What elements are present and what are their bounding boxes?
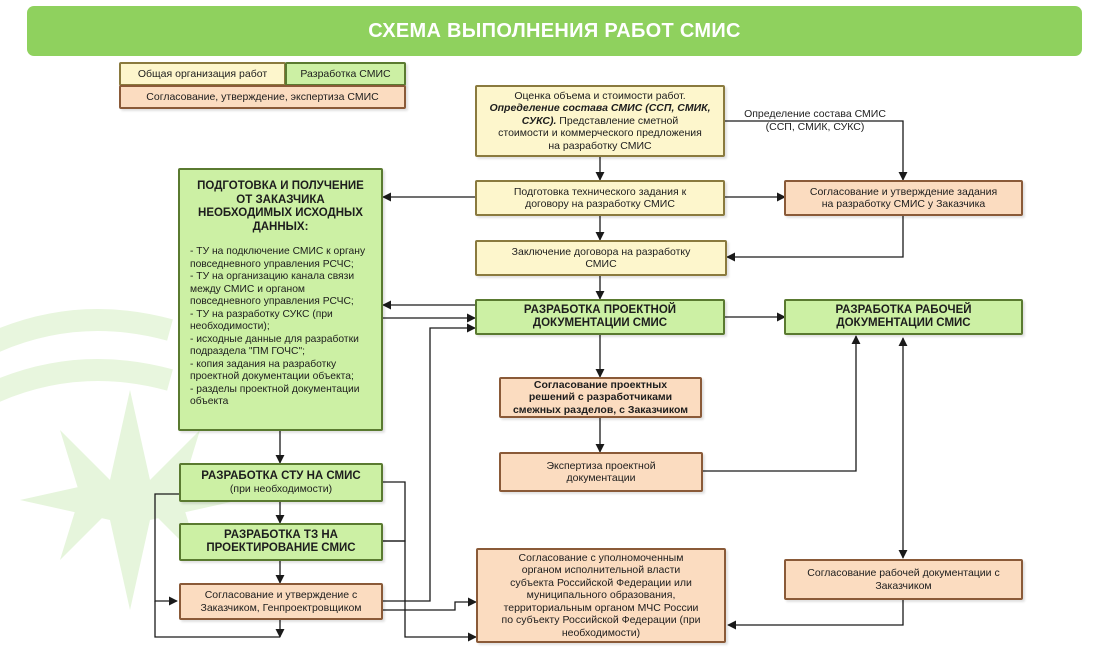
node-tech-task-line2: договору на разработку СМИС xyxy=(525,198,675,210)
legend-general: Общая организация работ xyxy=(119,62,286,86)
composition-note-line1: Определение состава СМИС xyxy=(744,108,886,120)
node-estimate-line4: стоимости и коммерческого предложения xyxy=(498,127,702,140)
node-project-documentation: РАЗРАБОТКА ПРОЕКТНОЙ ДОКУМЕНТАЦИИ СМИС xyxy=(475,299,725,335)
node-approve-work-line1: Согласование рабочей документации с xyxy=(807,567,1000,579)
arrow-approvetask-to-contract xyxy=(726,216,904,262)
arrow-left-loop-stu xyxy=(154,493,179,606)
node-adjacent-line3: смежных разделов, с Заказчиком xyxy=(512,403,689,416)
node-tech-task: Подготовка технического задания к догово… xyxy=(475,180,725,216)
node-prep-item: - копия задания на разработку проектной … xyxy=(190,358,354,383)
node-approve-working-docs: Согласование рабочей документации с Зака… xyxy=(784,559,1023,600)
node-estimate-line2: Определение состава СМИС (ССП, СМИК, xyxy=(489,102,711,115)
node-authority-line7: необходимости) xyxy=(561,626,641,639)
arrow-feedback-to-projectdoc xyxy=(383,323,476,602)
node-authority-line6: по субъекту Российской Федерации (при xyxy=(501,614,701,627)
arrow-left-loop-bottom xyxy=(154,601,280,638)
node-approve-task: Согласование и утверждение задания на ра… xyxy=(784,180,1023,216)
node-stu: РАЗРАБОТКА СТУ НА СМИС (при необходимост… xyxy=(179,463,383,502)
node-authority-line1: Согласование с уполномоченным xyxy=(518,551,684,564)
node-authority-line4: муниципального образования, xyxy=(526,589,676,602)
node-prep-item: - исходные данные для разработки подразд… xyxy=(190,333,359,358)
node-adjacent-line1: Согласование проектных xyxy=(533,378,668,391)
composition-note: Определение состава СМИС (ССП, СМИК, СУК… xyxy=(735,108,895,133)
node-prep-input-data: ПОДГОТОВКА И ПОЛУЧЕНИЕ ОТ ЗАКАЗЧИКА НЕОБ… xyxy=(178,168,383,431)
legend-general-label: Общая организация работ xyxy=(137,67,268,80)
node-expertise-line2: документации xyxy=(566,472,636,484)
arrow-tz-to-authority xyxy=(383,540,477,642)
node-prep-item: - ТУ на разработку СУКС (при необходимос… xyxy=(190,308,333,333)
node-prep-item: - разделы проектной документации объекта xyxy=(190,383,360,408)
node-project-documentation-line2: ДОКУМЕНТАЦИИ СМИС xyxy=(532,317,668,329)
legend-development-label: Разработка СМИС xyxy=(300,67,391,80)
node-working-documentation-line2: ДОКУМЕНТАЦИИ СМИС xyxy=(836,317,971,329)
node-working-documentation-line1: РАЗРАБОТКА РАБОЧЕЙ xyxy=(835,303,972,316)
node-stu-line2: (при необходимости) xyxy=(229,483,333,495)
node-estimate-line3: СУКС). xyxy=(521,114,557,127)
node-adjacent-approval: Согласование проектных решений с разрабо… xyxy=(499,377,702,418)
arrow-estimate-to-approvetask xyxy=(725,120,908,181)
node-authority-line5: территориальным органом МЧС России xyxy=(503,601,699,614)
page-title: СХЕМА ВЫПОЛНЕНИЯ РАБОТ СМИС xyxy=(27,6,1082,56)
legend-development: Разработка СМИС xyxy=(285,62,406,86)
arrow-approvework-to-authority xyxy=(727,600,904,630)
node-tz-line2: ПРОЕКТИРОВАНИЕ СМИС xyxy=(206,542,356,554)
node-tech-task-line1: Подготовка технического задания к xyxy=(513,185,687,198)
legend-approval-label: Согласование, утверждение, экспертиза СМ… xyxy=(146,90,379,103)
legend-approval: Согласование, утверждение, экспертиза СМ… xyxy=(119,85,406,109)
node-approve-gen-line2: Заказчиком, Генпроектровщиком xyxy=(200,601,362,614)
node-approve-general-designer: Согласование и утверждение с Заказчиком,… xyxy=(179,583,383,620)
node-expertise: Экспертиза проектной документации xyxy=(499,452,703,492)
node-estimate: Оценка объема и стоимости работ. Определ… xyxy=(475,85,725,157)
node-adjacent-line2: решений с разработчиками xyxy=(528,391,673,404)
arrow-stu-to-authority xyxy=(383,481,406,542)
node-contract: Заключение договора на разработку СМИС xyxy=(475,240,727,276)
node-tz-line1: РАЗРАБОТКА ТЗ НА xyxy=(224,528,338,541)
node-tz: РАЗРАБОТКА ТЗ НА ПРОЕКТИРОВАНИЕ СМИС xyxy=(179,523,383,561)
node-estimate-line3b: Представление сметной xyxy=(556,114,679,127)
node-authority-line3: субъекта Российской Федерации или xyxy=(510,576,692,589)
node-prep-item: - ТУ на организацию канала связи между С… xyxy=(190,271,355,307)
arrow-expertise-to-workdoc xyxy=(703,335,861,472)
node-approve-task-line2: на разработку СМИС у Заказчика xyxy=(821,198,986,210)
arrow-approvegen-to-authority xyxy=(383,597,477,611)
node-estimate-line5: на разработку СМИС xyxy=(548,139,652,152)
node-approve-work-line2: Заказчиком xyxy=(875,579,932,592)
node-contract-line2: СМИС xyxy=(585,258,617,270)
node-authority-line2: органом исполнительной власти xyxy=(521,564,681,577)
node-prep-item: - ТУ на подключение СМИС к органу повсед… xyxy=(190,246,366,270)
node-prep-title: ПОДГОТОВКА И ПОЛУЧЕНИЕ ОТ ЗАКАЗЧИКА НЕОБ… xyxy=(197,180,364,233)
node-stu-line1: РАЗРАБОТКА СТУ НА СМИС xyxy=(201,469,361,482)
node-approve-gen-line1: Согласование и утверждение с xyxy=(204,589,358,601)
node-working-documentation: РАЗРАБОТКА РАБОЧЕЙ ДОКУМЕНТАЦИИ СМИС xyxy=(784,299,1023,335)
node-estimate-line1: Оценка объема и стоимости работ. xyxy=(514,89,686,102)
node-contract-line1: Заключение договора на разработку xyxy=(511,245,691,258)
node-project-documentation-line1: РАЗРАБОТКА ПРОЕКТНОЙ xyxy=(523,303,677,316)
node-approve-task-line1: Согласование и утверждение задания xyxy=(809,185,998,198)
node-authority-approval: Согласование с уполномоченным органом ис… xyxy=(476,548,726,643)
node-expertise-line1: Экспертиза проектной xyxy=(546,459,656,472)
composition-note-line2: (ССП, СМИК, СУКС) xyxy=(765,120,865,133)
